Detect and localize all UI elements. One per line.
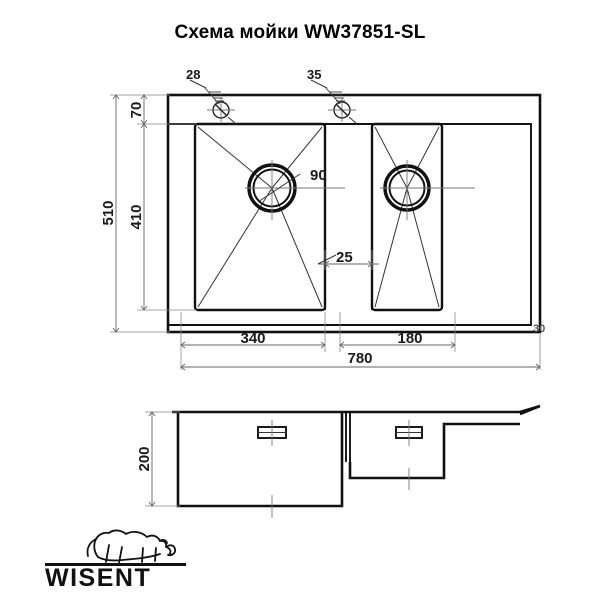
dim-divider [317,250,379,270]
left-bowl-outline [193,122,327,312]
side-drain-right [395,420,423,446]
bowl-height-label: 200 [136,446,153,471]
dim-bowl-height [148,411,156,507]
left-bowl-fold-lines [197,126,323,308]
rim-to-bowl-label: 70 [128,102,145,119]
logo-underline [45,563,186,566]
bowl-depth-label: 410 [128,204,145,229]
dim-bowl-depth [140,123,148,311]
left-drain [245,160,345,220]
left-bowl-width-label: 340 [240,330,265,347]
bison-icon [86,529,177,564]
overall-depth-label: 510 [100,200,117,225]
page-title: Схема мойки WW37851-SL [174,22,426,43]
side-view-group: 200 [136,404,541,518]
brand-logo: WISENT [45,529,186,592]
tap-hole-left-label: 28 [186,67,200,82]
tap-hole-right [310,79,358,125]
plan-left-extension-lines [110,94,197,333]
overall-width-label: 780 [347,350,372,367]
tap-hole-right-label: 35 [307,67,321,82]
sink-outer-rim [166,93,542,334]
tap-hole-left [189,79,237,125]
right-bowl-width-label: 180 [397,330,422,347]
dim-left-bowl-width [180,341,326,349]
side-top-rim [172,404,541,416]
side-right-bowl [348,422,520,480]
plan-view-group: 90 [100,67,545,371]
side-left-bowl [176,412,344,508]
side-extension-lines [145,411,180,507]
right-drain [380,160,475,220]
sink-inner-rim [168,123,532,326]
brand-name: WISENT [45,564,151,592]
drain-diameter-label: 90 [310,167,327,184]
dim-right-bowl-width [339,341,456,349]
dim-overall-width [180,363,541,371]
side-drain-left [257,420,287,446]
dim-overall-depth [112,94,120,333]
divider-width-label: 25 [336,249,353,266]
right-margin-label: 30 [533,323,545,335]
